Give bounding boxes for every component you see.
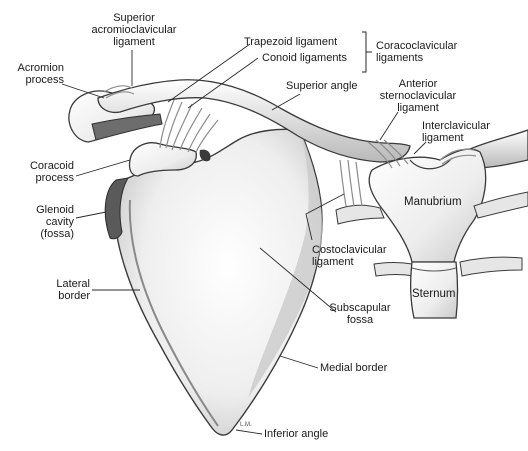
label-line: Subscapular xyxy=(328,302,392,314)
label-trapezoid-ligament: Trapezoid ligament xyxy=(244,36,337,48)
label-line: acromioclavicular xyxy=(90,24,178,36)
label-glenoid-cavity: Glenoid cavity (fossa) xyxy=(24,204,74,240)
label-line: sternoclavicular xyxy=(372,90,464,102)
label-coracoclavicular-ligaments: Coracoclavicular ligaments xyxy=(376,40,457,64)
label-line: ligament xyxy=(90,36,178,48)
label-line: ligament xyxy=(312,256,387,268)
label-acromion-process: Acromion process xyxy=(4,62,64,86)
label-line: ligament xyxy=(422,132,490,144)
label-line: Anterior xyxy=(372,78,464,90)
label-superior-acromioclavicular: Superior acromioclavicular ligament xyxy=(90,12,178,48)
second-rib-left xyxy=(460,257,522,276)
label-anterior-sternoclavicular: Anterior sternoclavicular ligament xyxy=(372,78,464,114)
label-line: process xyxy=(14,172,74,184)
label-line: Costoclavicular xyxy=(312,244,387,256)
label-line: ligaments xyxy=(376,52,457,64)
artist-initials: L.M. xyxy=(240,422,252,428)
label-manubrium: Manubrium xyxy=(404,196,462,208)
label-line: fossa xyxy=(328,314,392,326)
first-rib xyxy=(336,205,384,224)
label-line: Acromion xyxy=(4,62,64,74)
label-line: border xyxy=(40,290,90,302)
label-line: Superior xyxy=(90,12,178,24)
label-superior-angle: Superior angle xyxy=(286,80,358,92)
label-line: process xyxy=(4,74,64,86)
label-coracoid-process: Coracoid process xyxy=(14,160,74,184)
label-line: Coracoid xyxy=(14,160,74,172)
label-line: Lateral xyxy=(40,278,90,290)
label-subscapular-fossa: Subscapular fossa xyxy=(328,302,392,326)
label-sternum: Sternum xyxy=(412,288,455,300)
label-line: (fossa) xyxy=(24,228,74,240)
label-medial-border: Medial border xyxy=(320,362,387,374)
label-line: cavity xyxy=(24,216,74,228)
label-line: Glenoid xyxy=(24,204,74,216)
label-costoclavicular: Costoclavicular ligament xyxy=(312,244,387,268)
suprascapular-notch xyxy=(200,150,211,162)
label-interclavicular: Interclavicular ligament xyxy=(422,120,490,144)
label-line: Coracoclavicular xyxy=(376,40,457,52)
costoclavicular-ligament-fibers xyxy=(340,160,362,206)
label-line: Interclavicular xyxy=(422,120,490,132)
coracoclavicular-bracket xyxy=(362,32,372,72)
label-conoid-ligaments: Conoid ligaments xyxy=(262,52,347,64)
label-inferior-angle: Inferior angle xyxy=(264,428,328,440)
label-lateral-border: Lateral border xyxy=(40,278,90,302)
label-line: ligament xyxy=(372,102,464,114)
